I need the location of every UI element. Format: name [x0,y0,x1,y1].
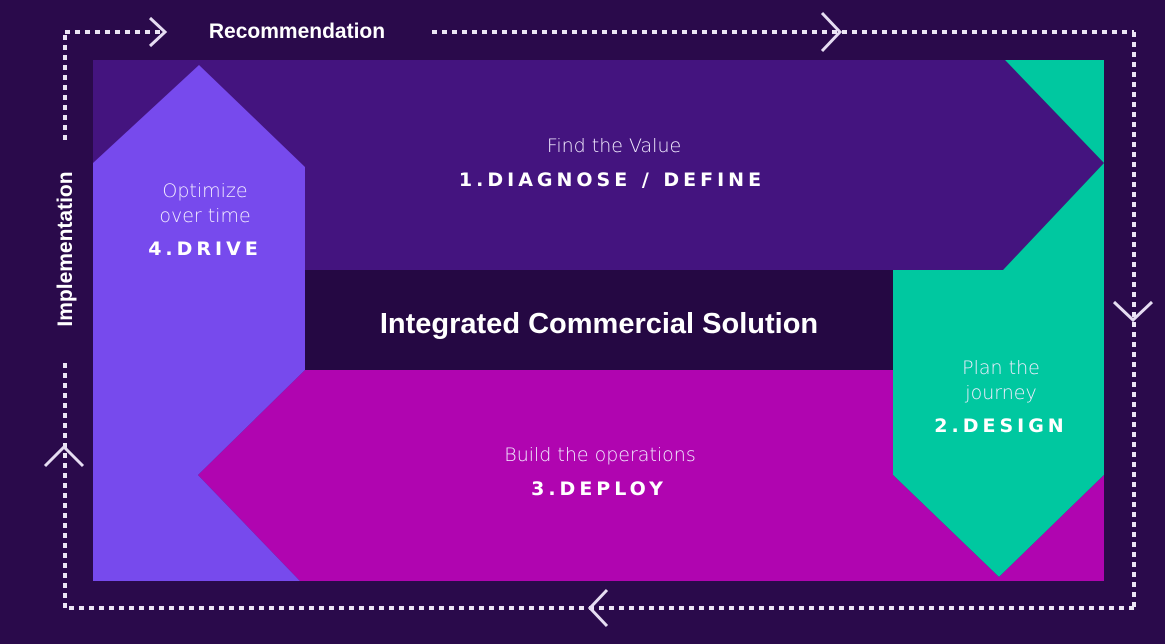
stage-2-arrow [893,163,1104,577]
stage-4-subtitle-line: Optimize [162,180,247,202]
stage-4-title: 4.DRIVE [148,238,262,260]
chevron-right-icon [820,11,843,53]
chevron-up-icon [43,444,85,468]
stage-4-subtitle-line: over time [159,205,250,227]
stage-2-subtitle-line: journey [964,382,1036,404]
stage-3-arrow [198,370,1104,581]
stage-2-title: 2.DESIGN [934,415,1067,437]
stage-2-subtitle-line: Plan the [962,357,1040,379]
recommendation-label: Recommendation [209,20,385,43]
stage-4-arrow [93,65,305,581]
stage-1-title: 1.DIAGNOSE / DEFINE [459,169,765,191]
chevron-right-icon [148,16,168,48]
stage-2-corner [1005,60,1104,163]
chevron-down-icon [1112,300,1154,323]
stage-3-title: 3.DEPLOY [531,478,667,500]
center-title: Integrated Commercial Solution [380,308,818,340]
stage-3-subtitle: Build the operations [504,444,695,466]
stage-1-arrow [93,60,1104,270]
stage-1-subtitle: Find the Value [547,135,681,157]
implementation-label: Implementation [54,171,77,326]
chevron-left-icon [587,588,609,628]
dotted-loop [63,30,1136,610]
